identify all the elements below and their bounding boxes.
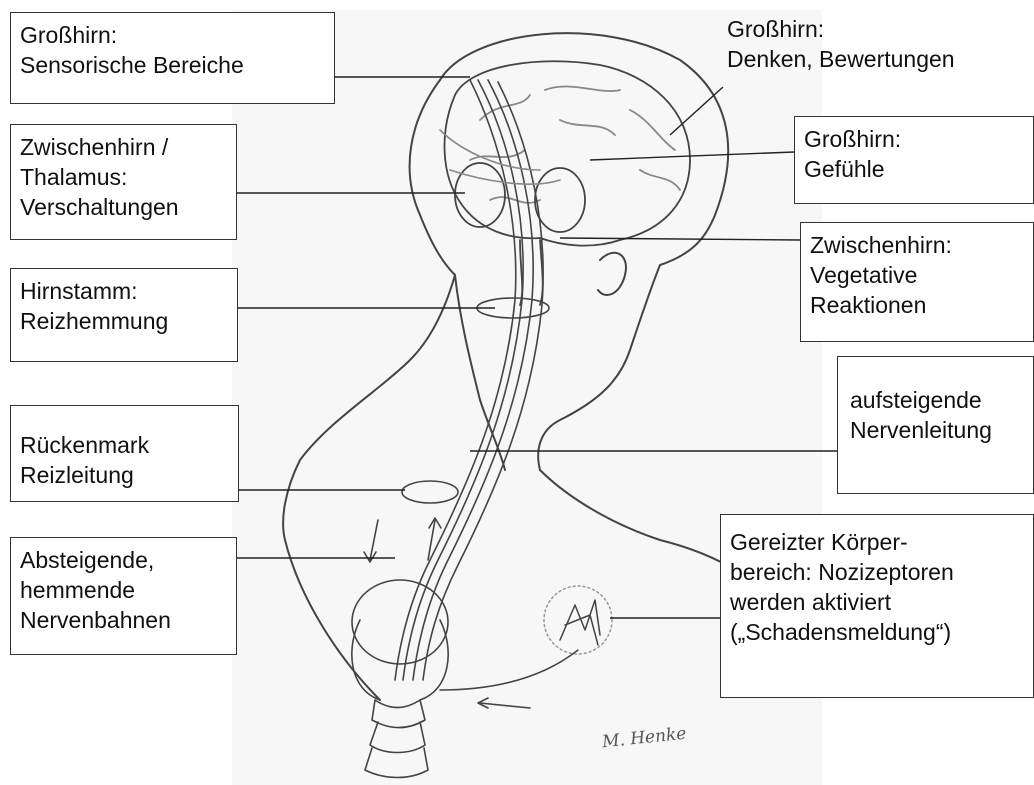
label-line: Zwischenhirn / — [20, 132, 227, 162]
label-feelings: Großhirn: Gefühle — [794, 116, 1034, 204]
label-line: Absteigende, — [20, 545, 227, 575]
label-line: aufsteigende — [850, 385, 1024, 415]
label-line: Denken, Bewertungen — [727, 44, 955, 74]
label-line: Reizhemmung — [20, 306, 228, 336]
label-line: hemmende — [20, 575, 227, 605]
label-line: Verschaltungen — [20, 192, 227, 222]
label-brainstem: Hirnstamm: Reizhemmung — [10, 268, 238, 362]
label-line: Hirnstamm: — [20, 276, 228, 306]
label-line: Großhirn: — [20, 20, 325, 50]
label-line: Thalamus: — [20, 162, 227, 192]
label-descending: Absteigende, hemmende Nervenbahnen — [10, 537, 237, 655]
label-line: Gefühle — [804, 154, 1024, 184]
label-vegetative: Zwischenhirn: Vegetative Reaktionen — [800, 222, 1034, 342]
label-line: Zwischenhirn: — [810, 230, 1024, 260]
label-line: Reaktionen — [810, 290, 1024, 320]
label-line: („Schadensmeldung“) — [730, 617, 1024, 647]
label-line: Gereizter Körper- — [730, 527, 1024, 557]
label-line: werden aktiviert — [730, 587, 1024, 617]
label-spinal-cord: Rückenmark Reizleitung — [10, 405, 239, 502]
label-line: Sensorische Bereiche — [20, 50, 325, 80]
label-sensory-areas: Großhirn: Sensorische Bereiche — [10, 12, 335, 104]
label-line: Nervenleitung — [850, 415, 1024, 445]
label-line: Vegetative — [810, 260, 1024, 290]
label-line: bereich: Nozizeptoren — [730, 557, 1024, 587]
label-line: Großhirn: — [804, 124, 1024, 154]
label-line: Reizleitung — [20, 460, 229, 490]
label-ascending: aufsteigende Nervenleitung — [837, 356, 1034, 494]
label-thalamus: Zwischenhirn / Thalamus: Verschaltungen — [10, 124, 237, 240]
label-line: Nervenbahnen — [20, 605, 227, 635]
label-body-area: Gereizter Körper- bereich: Nozizeptoren … — [720, 514, 1034, 698]
label-thinking: Großhirn: Denken, Bewertungen — [727, 14, 955, 74]
label-line: Rückenmark — [20, 430, 229, 460]
label-line: Großhirn: — [727, 14, 955, 44]
